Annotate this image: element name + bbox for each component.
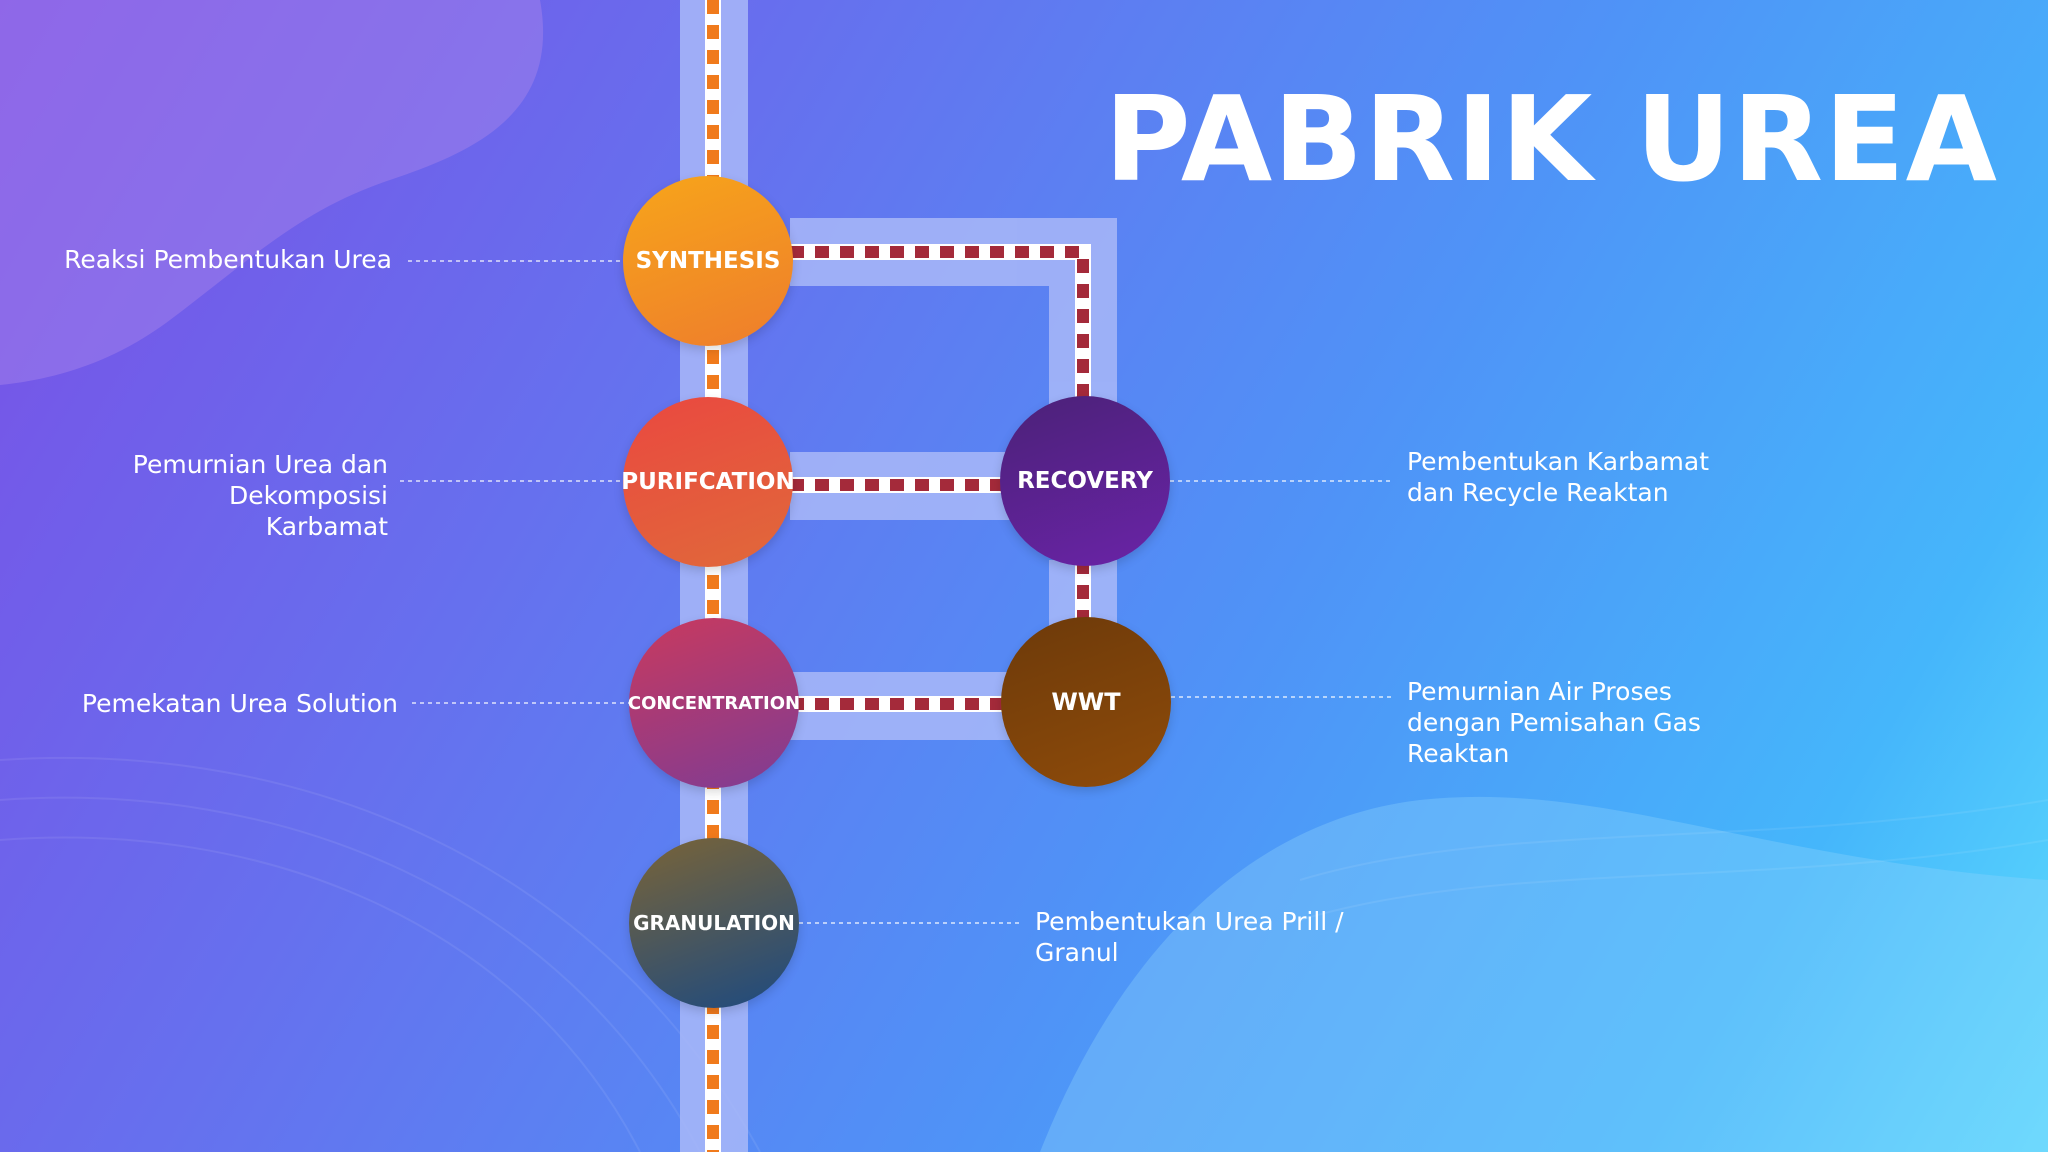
purification-description-line: Karbamat — [265, 512, 388, 541]
wwt-description-line: Pemurnian Air Proses — [1407, 677, 1672, 706]
concentration-node: CONCENTRATION — [628, 618, 800, 788]
wwt-description-line: dengan Pemisahan Gas — [1407, 708, 1701, 737]
wwt-description: Pemurnian Air Proses dengan Pemisahan Ga… — [1407, 676, 1701, 769]
recovery-description-line: dan Recycle Reaktan — [1407, 478, 1669, 507]
purification-node: PURIFCATION — [621, 397, 795, 567]
page-title: PABRIK UREA — [1104, 70, 1998, 208]
purification-description: Pemurnian Urea dan Dekomposisi Karbamat — [133, 449, 388, 542]
granulation-description: Pembentukan Urea Prill / Granul — [1035, 906, 1344, 968]
purification-description-line: Dekomposisi — [229, 481, 388, 510]
recovery-node: RECOVERY — [1000, 396, 1170, 566]
wwt-node: WWT — [1001, 617, 1171, 787]
granulation-description-line: Pembentukan Urea Prill / — [1035, 907, 1344, 936]
recovery-description-line: Pembentukan Karbamat — [1407, 447, 1710, 476]
wwt-description-line: Reaktan — [1407, 739, 1510, 768]
recovery-description: Pembentukan Karbamat dan Recycle Reaktan — [1407, 446, 1709, 508]
synthesis-node: SYNTHESIS — [623, 176, 793, 346]
granulation-description-line: Granul — [1035, 938, 1119, 967]
purification-description-line: Pemurnian Urea dan — [132, 450, 388, 479]
concentration-description: Pemekatan Urea Solution — [81, 689, 398, 718]
granulation-node: GRANULATION — [629, 838, 799, 1008]
synthesis-description: Reaksi Pembentukan Urea — [64, 245, 392, 274]
